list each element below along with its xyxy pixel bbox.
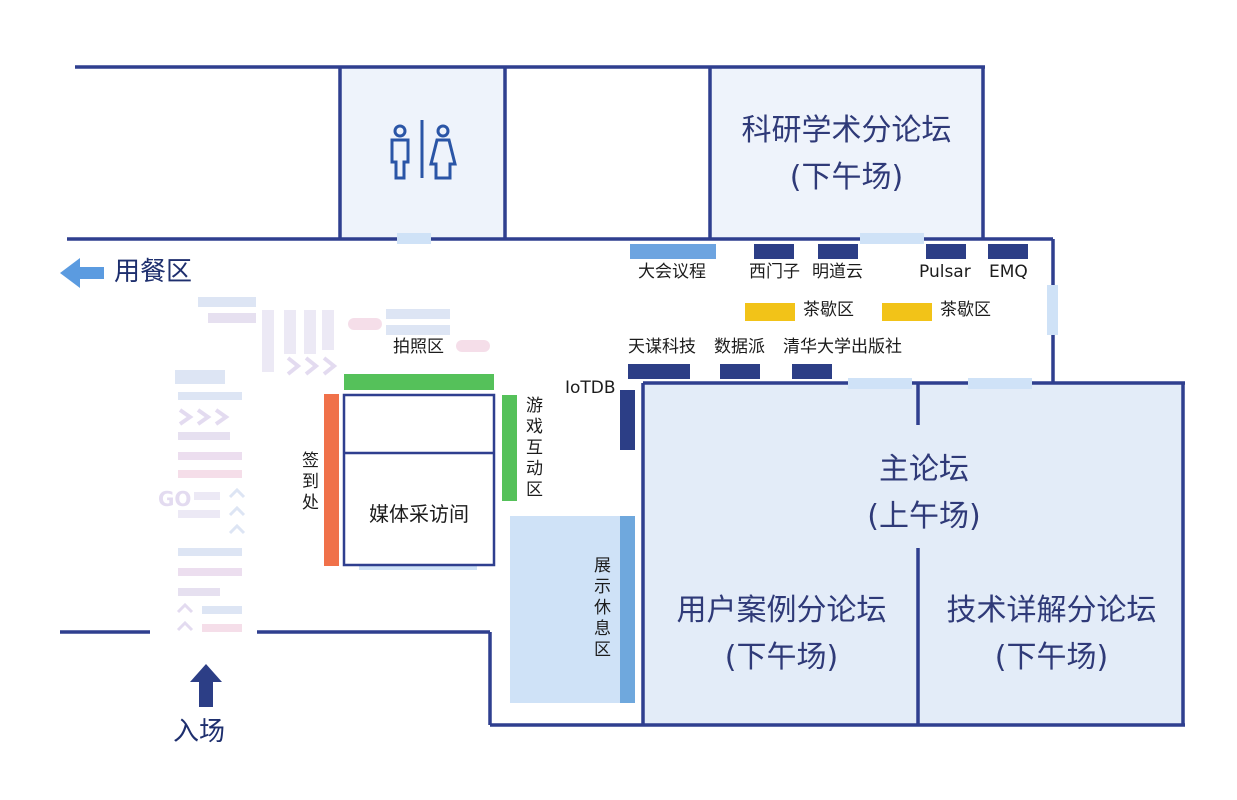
media-room[interactable] <box>342 393 496 567</box>
agenda-label: 大会议程 <box>638 262 706 282</box>
booths <box>620 244 1028 450</box>
shujupai-label: 数据派 <box>714 337 765 357</box>
door-research[interactable] <box>860 233 924 244</box>
tea-area-1[interactable] <box>745 303 795 321</box>
arrow-left-icon <box>60 258 104 288</box>
photo-area-bar[interactable] <box>344 374 494 390</box>
emq-label: EMQ <box>989 262 1028 282</box>
booth-pulsar[interactable] <box>926 244 966 259</box>
door-main-2[interactable] <box>968 378 1032 389</box>
user-case-forum-title: 用户案例分论坛 <box>676 593 887 628</box>
user-case-forum-time: (下午场) <box>724 639 839 675</box>
research-forum-time: (下午场) <box>789 159 904 195</box>
main-forum-time: (上午场) <box>867 498 981 534</box>
user-case-forum-label: 用户案例分论坛 (下午场) <box>645 588 918 681</box>
booth-mingdaoyun[interactable] <box>818 244 858 259</box>
door-right[interactable] <box>1047 285 1058 335</box>
signin-desk[interactable] <box>324 394 339 566</box>
pulsar-label: Pulsar <box>919 262 971 282</box>
research-forum-label: 科研学术分论坛 (下午场) <box>710 108 983 201</box>
iotdb-label: IoTDB <box>565 378 616 398</box>
research-forum-title: 科研学术分论坛 <box>741 113 952 148</box>
tech-forum-time: (下午场) <box>994 639 1109 675</box>
main-forum-label: 主论坛 (上午场) <box>818 447 1030 540</box>
photo-area-label: 拍照区 <box>393 337 444 357</box>
tianmou-label: 天谋科技 <box>628 337 696 357</box>
tsinghua-press-label: 清华大学出版社 <box>783 337 902 357</box>
lounge-bar[interactable] <box>620 516 635 703</box>
walls <box>60 65 1185 727</box>
door-restroom[interactable] <box>397 233 431 244</box>
dining-area-label[interactable]: 用餐区 <box>114 257 193 287</box>
tea-area-2-label: 茶歇区 <box>940 300 991 320</box>
game-area-bar[interactable] <box>502 395 517 501</box>
decorative-poster-wall-icon: GO <box>158 297 490 632</box>
main-forum-room[interactable] <box>643 383 1183 725</box>
tea-area-2[interactable] <box>882 303 932 321</box>
mingdaoyun-label: 明道云 <box>812 262 863 282</box>
ximenzi-label: 西门子 <box>749 262 800 282</box>
door-main-1[interactable] <box>848 378 912 389</box>
tech-forum-label: 技术详解分论坛 (下午场) <box>920 588 1183 681</box>
booth-tsinghua-press[interactable] <box>792 364 832 379</box>
research-forum-room[interactable] <box>710 67 983 239</box>
svg-text:GO: GO <box>158 487 191 511</box>
booth-shujupai[interactable] <box>720 364 760 379</box>
arrow-up-icon <box>190 664 222 707</box>
media-room-label: 媒体采访间 <box>369 502 469 526</box>
booth-emq[interactable] <box>988 244 1028 259</box>
game-area-label: 游戏互动区 <box>522 396 542 501</box>
booth-ximenzi[interactable] <box>754 244 794 259</box>
main-forum-title: 主论坛 <box>879 452 969 487</box>
lounge-area[interactable] <box>510 516 620 703</box>
tech-forum-title: 技术详解分论坛 <box>946 593 1157 628</box>
entrance-label[interactable]: 入场 <box>173 717 226 747</box>
lounge-label: 展示休息区 <box>590 556 610 661</box>
tea-area-1-label: 茶歇区 <box>803 300 854 320</box>
booth-tianmou[interactable] <box>628 364 690 379</box>
agenda-board[interactable] <box>630 244 716 259</box>
restroom-icon[interactable] <box>390 120 457 180</box>
signin-label: 签到处 <box>298 451 318 514</box>
booth-iotdb[interactable] <box>620 390 635 450</box>
